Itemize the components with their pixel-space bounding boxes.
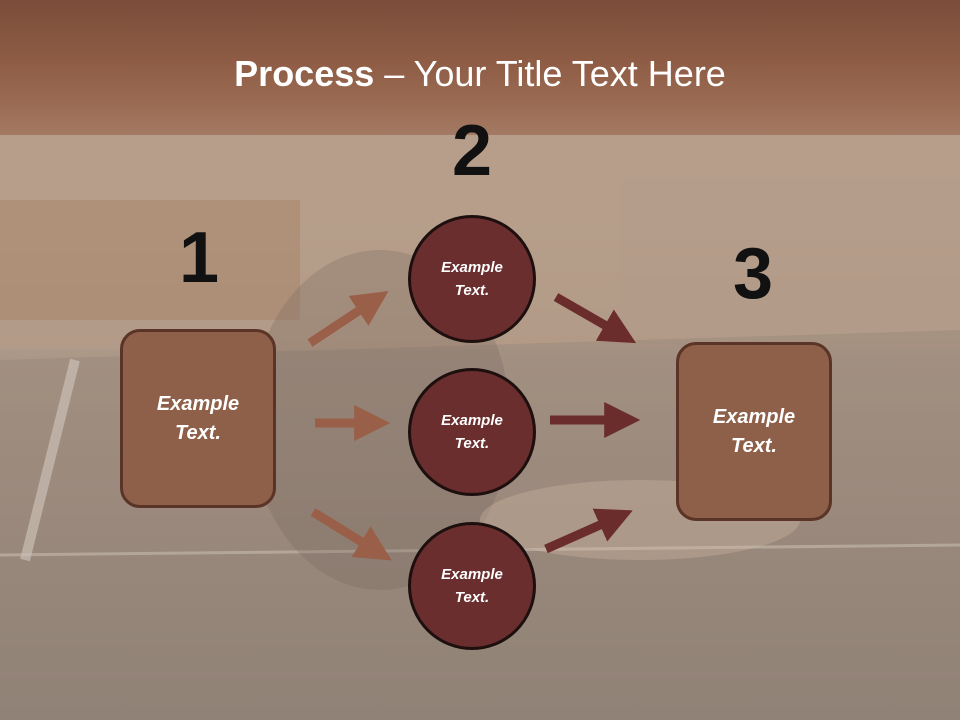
right-box-text: Example Text. <box>712 405 796 457</box>
circle-middle[interactable]: Example Text. <box>408 368 536 496</box>
title-bold: Process <box>234 53 375 94</box>
circle-bottom[interactable]: Example Text. <box>408 522 536 650</box>
arrow-left-down <box>310 508 392 561</box>
arrow-left-up <box>307 291 389 347</box>
left-box-text: Example Text. <box>156 392 240 444</box>
right-text-box[interactable]: Example Text. <box>676 342 832 521</box>
arrow-right-up <box>544 508 633 554</box>
circle-top[interactable]: Example Text. <box>408 215 536 343</box>
title-rest: – Your Title Text Here <box>374 53 726 94</box>
left-text-box[interactable]: Example Text. <box>120 329 276 508</box>
step-number-3: 3 <box>732 234 774 314</box>
circle-top-text: Example Text. <box>441 259 503 299</box>
arrow-right-down <box>553 293 637 344</box>
step-number-1: 1 <box>178 218 220 298</box>
circle-bottom-text: Example Text. <box>441 566 503 606</box>
circle-middle-text: Example Text. <box>441 412 503 452</box>
title-band <box>0 0 960 135</box>
step-number-2: 2 <box>451 111 493 191</box>
page-title: Process – Your Title Text Here <box>0 52 960 96</box>
